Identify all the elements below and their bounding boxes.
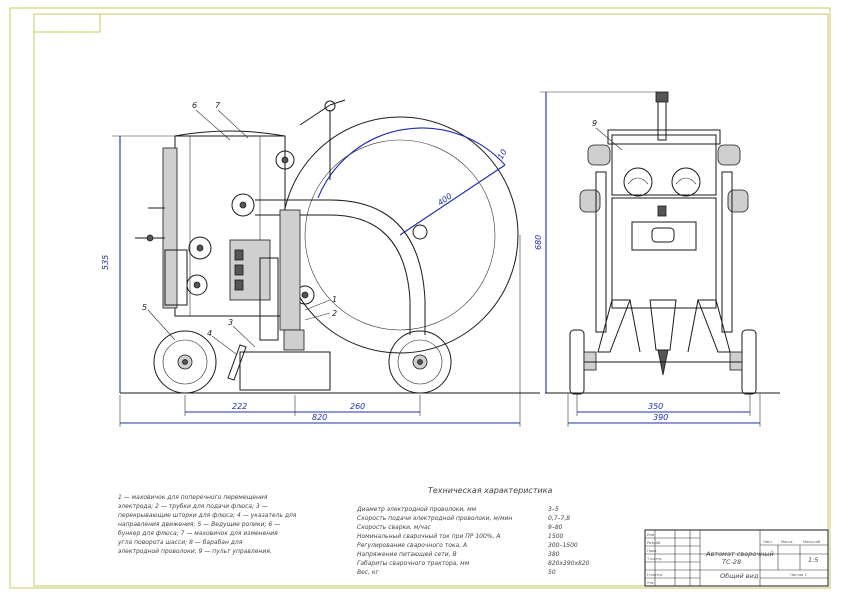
dim-260: 260 (350, 402, 365, 411)
spec-value-5: 300–1500 (548, 542, 578, 549)
tb-row-3: Пров. (647, 549, 657, 553)
spec-label-7: Габариты сварочного трактора, мм (357, 560, 470, 567)
legend-line-6: угла поворота шасси; 8 — барабан для (117, 539, 243, 546)
inner-border (33, 13, 829, 587)
tb-row-1: Изм (647, 533, 655, 537)
stamp-box (33, 13, 101, 33)
tb-scale-label: Масштаб (803, 540, 821, 544)
legend-line-1: 1 — маховичок для поперечного перемещени… (118, 494, 268, 501)
tb-name-line2: ТС-28 (722, 558, 741, 566)
callout-9: 9 (592, 119, 597, 128)
tb-row-6: Н.контр. (647, 573, 663, 577)
legend-line-4: направления движения; 5 — Ведущие ролики… (118, 521, 280, 528)
legend-line-7: электродной проволоки; 9 — пульт управле… (118, 548, 272, 555)
spec-value-8: 50 (548, 569, 556, 576)
nozzle-column (259, 257, 279, 341)
drive-wheel-front (153, 330, 217, 394)
legend-line-2: электрода; 2 — трубки для подачи флюса; … (118, 503, 268, 510)
tb-sheets: Листов 1 (790, 573, 807, 577)
spec-value-4: 1500 (548, 533, 563, 540)
dim-535: 535 (101, 255, 110, 270)
spec-value-6: 380 (548, 551, 560, 558)
tb-row-7: Утв. (647, 581, 655, 585)
spec-value-2: 0,7–7,8 (548, 515, 570, 522)
spec-label-5: Регулирование сварочного тока, А (357, 542, 467, 549)
dim-10: 10 (496, 148, 509, 161)
callout-2: 2 (332, 309, 337, 318)
callout-1: 1 (332, 295, 337, 304)
legend-line-3: перекрывающие шторки для флюса; 4 — указ… (118, 512, 297, 519)
spec-label-6: Напряжение питающей сети, В (357, 551, 457, 558)
specs-title: Техническая характеристика (428, 486, 553, 495)
tb-sheet: Лист (763, 540, 772, 544)
spec-label-3: Скорость сварки, м/час (357, 524, 432, 531)
parts-legend: 1 — маховичок для поперечного перемещени… (117, 494, 297, 555)
tb-mass: Масса (781, 540, 792, 544)
spec-value-3: 9–80 (548, 524, 563, 531)
spec-label-2: Скорость подачи электродной проволоки, м… (357, 515, 512, 522)
tb-subtitle: Общий вид (720, 572, 759, 580)
spec-label-4: Номинальный сварочный ток при ПР 100%, А (357, 533, 500, 540)
spec-label-8: Вес, кг (357, 569, 380, 576)
dim-350: 350 (648, 402, 663, 411)
side-view: 400 10 (101, 99, 540, 427)
tech-specs: Техническая характеристика Диаметр элект… (356, 486, 590, 576)
outer-border (9, 7, 831, 589)
control-panel (611, 134, 717, 196)
base-plate (239, 351, 331, 391)
tb-scale: 1:5 (808, 556, 818, 564)
callout-3: 3 (228, 318, 233, 327)
front-body (611, 197, 717, 309)
spec-value-1: 3–5 (548, 506, 559, 513)
dim-680: 680 (534, 235, 543, 250)
knob-top (186, 150, 315, 305)
title-block: Изм Разраб. Пров. Т.контр. Н.контр. Утв.… (644, 529, 829, 587)
callout-4: 4 (207, 329, 212, 338)
dim-390: 390 (653, 413, 668, 422)
callout-7: 7 (215, 101, 221, 110)
dim-222: 222 (232, 402, 247, 411)
dim-820: 820 (312, 413, 327, 422)
tb-row-2: Разраб. (647, 541, 661, 545)
tb-name-line1: Автомат сварочный (705, 550, 774, 558)
spec-label-1: Диаметр электродной проволоки, мм (356, 506, 477, 513)
gauge-left (623, 167, 653, 197)
front-wheel-right (741, 329, 757, 395)
drive-wheel-rear (388, 330, 452, 394)
callout-5: 5 (142, 303, 147, 312)
front-wheel-left (569, 329, 585, 395)
callout-6: 6 (192, 101, 197, 110)
tb-row-4: Т.контр. (646, 557, 663, 561)
gauge-right (671, 167, 701, 197)
spec-value-7: 820x390x820 (548, 560, 590, 567)
legend-line-5: бункер для флюса; 7 — маховичок для изме… (118, 530, 278, 537)
front-view: 9 680 350 390 (534, 91, 780, 427)
